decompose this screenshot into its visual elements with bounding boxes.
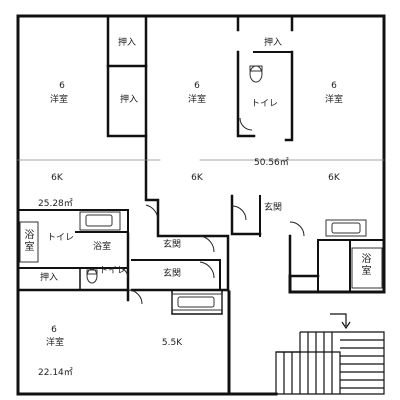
- genkan-label-upper: 玄関: [163, 240, 182, 250]
- kitchen1-label: 6K: [51, 173, 63, 183]
- kitchen2-label: 6K: [191, 173, 203, 183]
- area-unit-b: 50.56㎡: [254, 158, 289, 168]
- area-unit-c: 22.14㎡: [38, 368, 73, 378]
- oshiire-label-2: 押入: [264, 38, 283, 48]
- area-unit-a: 25.28㎡: [38, 199, 73, 209]
- kitchen3-label: 6K: [328, 173, 340, 183]
- oshiire-label-1: 押入: [118, 38, 137, 48]
- room2-type: 洋室: [187, 95, 207, 105]
- room1-type: 洋室: [49, 95, 69, 105]
- genkan-label-right: 玄関: [264, 203, 283, 213]
- room2-size: 6: [194, 81, 200, 91]
- room3-type: 洋室: [324, 95, 344, 105]
- toilet-label-upper: トイレ: [251, 99, 279, 109]
- toilet-label-lower: トイレ: [99, 266, 127, 276]
- bath-label-left: 浴室: [24, 230, 35, 253]
- oshiire-label-3: 押入: [120, 95, 139, 105]
- kitchen4-label: 5.5K: [161, 338, 183, 348]
- room4-size: 6: [51, 325, 57, 335]
- oshiire-label-4: 押入: [40, 273, 59, 283]
- genkan-label-lower: 玄関: [163, 269, 182, 279]
- bath-label-center: 浴室: [93, 242, 112, 252]
- room1-size: 6: [59, 81, 65, 91]
- bath-label-right: 浴室: [361, 254, 372, 277]
- room4-type: 洋室: [45, 338, 65, 348]
- toilet-label-left: トイレ: [47, 233, 75, 243]
- room3-size: 6: [331, 81, 337, 91]
